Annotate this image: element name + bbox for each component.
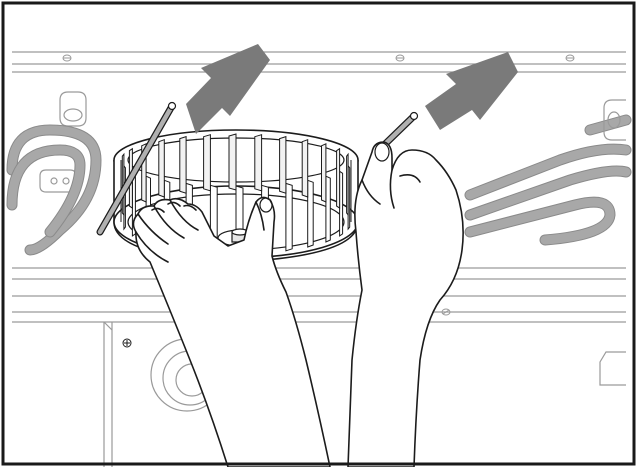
heating-element-left [6,124,102,256]
fan-blade [158,138,165,198]
fan-blade [307,179,314,248]
fan-blade [285,182,293,252]
screw-icon [62,54,72,62]
fan-blade [339,170,344,237]
fan-blade [203,134,211,192]
screw-icon [441,308,451,316]
fan-blade [325,175,331,243]
fan-blade [301,138,309,198]
callout-arrow-right [425,52,518,130]
screw-icon [395,54,405,62]
fan-blade [254,134,263,192]
retaining-pin-right [379,111,419,150]
panel-screws [62,54,575,348]
fan-blade [336,147,341,210]
element-bracket-right [603,99,626,141]
fan-blades [120,133,352,255]
fan-blade [228,133,237,191]
right-hand [347,141,464,467]
fan-blade [321,143,327,203]
oven-back-panel [12,51,626,467]
fan-blade [279,135,287,194]
screw-icon [565,54,575,62]
fan-blade [179,135,187,194]
screw-icon [122,338,132,348]
fan-blade [346,152,349,217]
callout-arrow-left [186,44,270,134]
retaining-pin-left [96,101,177,236]
heating-element-right [464,114,632,246]
